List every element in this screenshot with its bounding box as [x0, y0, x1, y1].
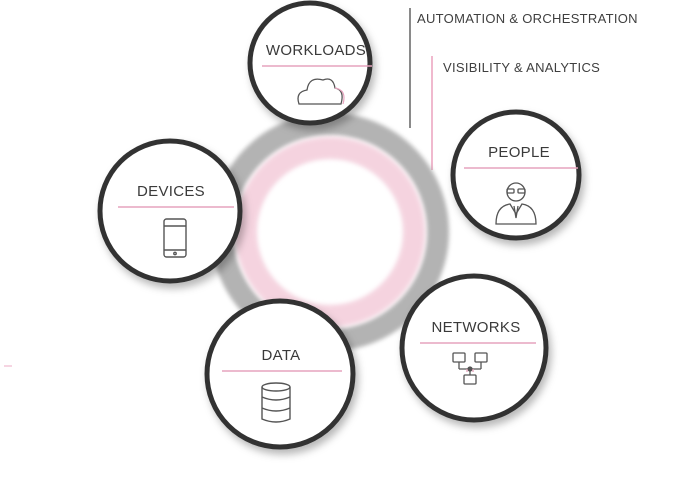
database-icon	[261, 382, 291, 423]
networks-label: NETWORKS	[431, 319, 520, 336]
workloads-label: WORKLOADS	[266, 42, 366, 59]
people-label: PEOPLE	[488, 144, 550, 161]
node-workloads: WORKLOADS	[247, 0, 373, 126]
node-people: PEOPLE	[450, 109, 582, 241]
networks-circle	[399, 273, 549, 423]
node-devices: DEVICES	[97, 138, 243, 284]
node-data: DATA	[204, 298, 356, 450]
data-label: DATA	[262, 347, 301, 364]
network-icon	[452, 352, 488, 385]
devices-label: DEVICES	[137, 183, 205, 200]
workloads-circle	[247, 0, 373, 126]
cloud-icon	[297, 78, 345, 105]
automation-legend-label: AUTOMATION & ORCHESTRATION	[417, 11, 638, 26]
people-circle	[450, 109, 582, 241]
person-icon	[495, 182, 537, 225]
data-circle	[204, 298, 356, 450]
devices-circle	[97, 138, 243, 284]
visibility-ring	[235, 137, 425, 327]
smartphone-icon	[163, 218, 187, 258]
node-networks: NETWORKS	[399, 273, 549, 423]
visibility-legend-label: VISIBILITY & ANALYTICS	[443, 60, 600, 75]
